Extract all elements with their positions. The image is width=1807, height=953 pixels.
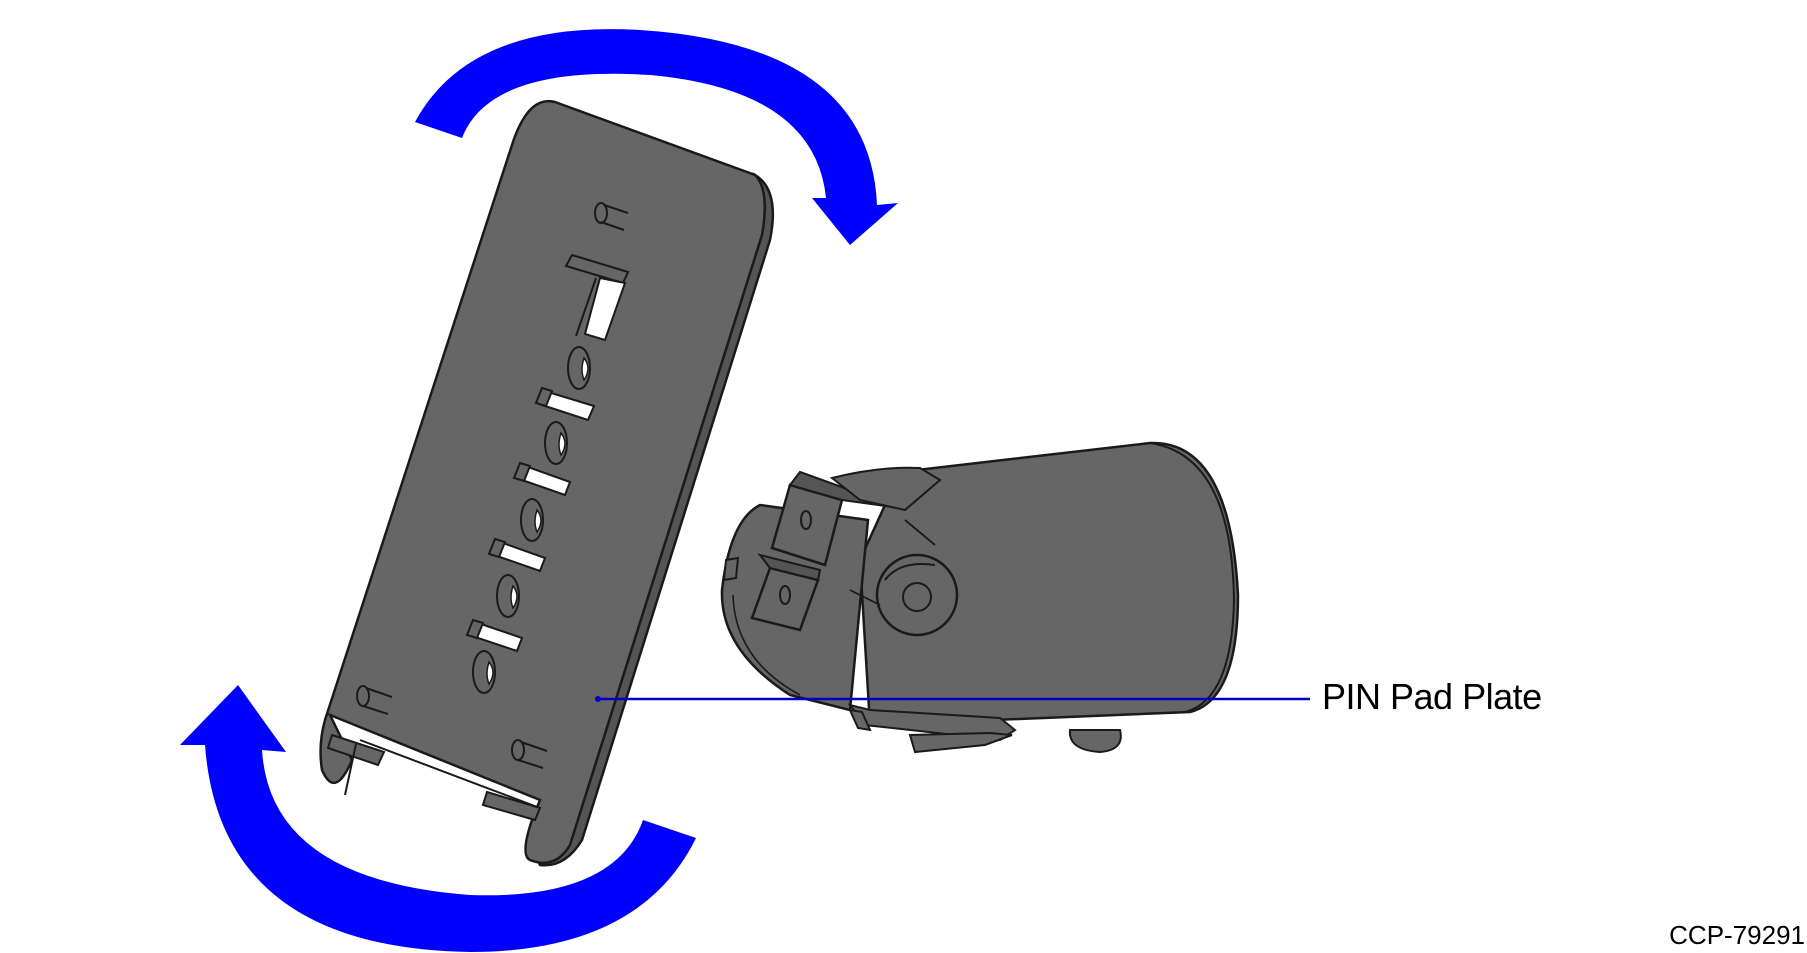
plate-screw-hole bbox=[472, 650, 496, 694]
plate-peg bbox=[511, 739, 548, 769]
callout-anchor-dot bbox=[595, 696, 601, 702]
plate-peg bbox=[594, 202, 629, 231]
pin-pad-plate-label: PIN Pad Plate bbox=[1322, 676, 1542, 717]
plate-slot bbox=[564, 253, 630, 342]
rotation-arrow-top bbox=[415, 29, 898, 245]
plate-screw-hole bbox=[544, 421, 568, 465]
plate-screw-hole bbox=[567, 346, 591, 390]
plate-screw-hole bbox=[496, 574, 520, 618]
plate-peg bbox=[356, 685, 393, 715]
plate-clip bbox=[326, 733, 386, 796]
plate-screw-hole bbox=[520, 498, 544, 542]
plate-slot bbox=[487, 537, 547, 573]
plate-slot bbox=[534, 386, 596, 422]
plate-slot bbox=[465, 618, 524, 653]
plate-slot bbox=[512, 461, 572, 497]
figure-id-label: CCP-79291 bbox=[1669, 920, 1805, 950]
plate-clip bbox=[481, 790, 542, 822]
pin-pad-plate bbox=[319, 99, 775, 867]
mount-base bbox=[720, 441, 1240, 754]
rotation-arrow-bottom bbox=[180, 685, 696, 952]
